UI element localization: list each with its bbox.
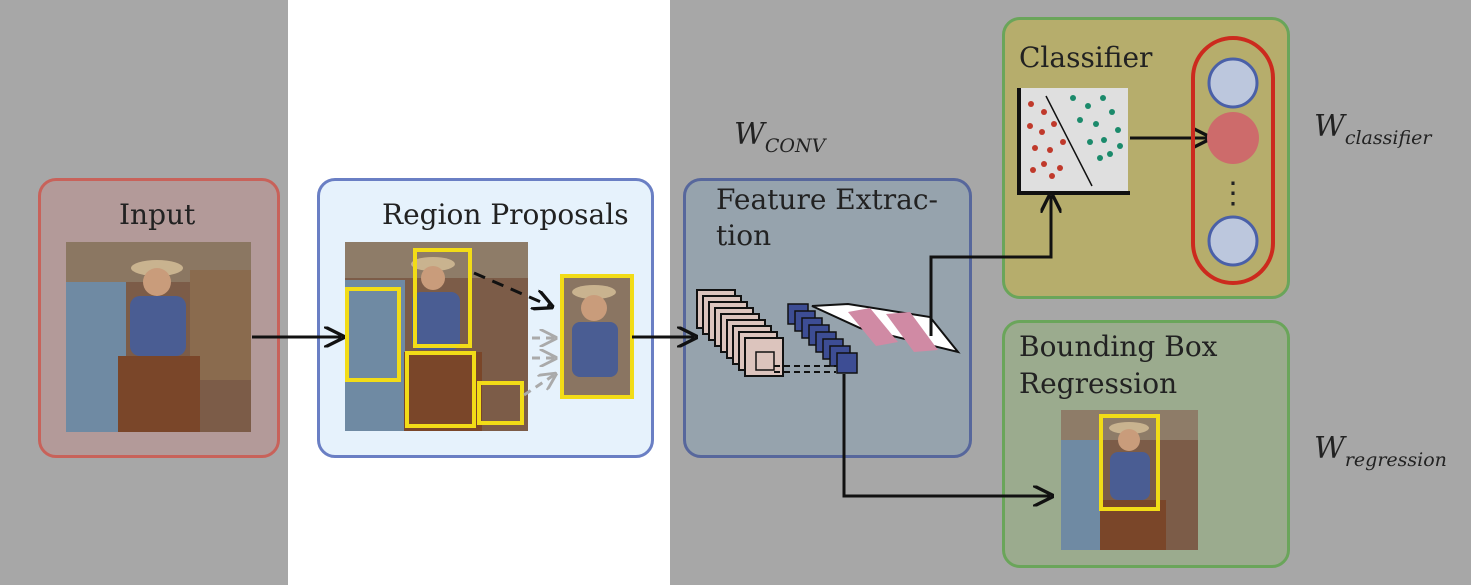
regression-photo [1061, 410, 1198, 550]
conv-feature-maps [696, 289, 784, 377]
features-to-regression-arrow [842, 374, 1050, 496]
w-classifier-label: Wclassifier [1314, 109, 1432, 150]
input-title: Input [119, 198, 196, 231]
warped-region-crop [560, 274, 634, 399]
pooled-feature-maps [787, 303, 858, 374]
w-conv-label: WCONV [734, 117, 826, 158]
proposal-box [477, 381, 524, 425]
proposal-box [405, 351, 476, 428]
proposal-box [413, 248, 472, 348]
classifier-title: Classifier [1019, 41, 1153, 74]
input-photo [66, 242, 251, 432]
w-regression-label: Wregression [1314, 431, 1447, 472]
feature-extraction-title-line2: tion [716, 219, 772, 252]
fully-connected-layers [811, 302, 961, 354]
classifier-scatter-plot [1017, 88, 1130, 195]
bbox-regression-title-line2: Regression [1019, 367, 1178, 400]
features-to-classifier-arrow [929, 196, 1051, 336]
proposals-photo [345, 242, 528, 431]
vertical-ellipsis: ⋮ [1218, 176, 1248, 211]
regressed-box [1099, 414, 1160, 511]
region-proposals-title: Region Proposals [382, 198, 629, 231]
feature-extraction-title-line1: Feature Extrac- [716, 183, 939, 216]
classifier-output-nodes [1191, 36, 1275, 285]
proposal-boxes [345, 248, 524, 428]
proposal-box [345, 287, 401, 382]
bbox-regression-title-line1: Bounding Box [1019, 330, 1218, 363]
